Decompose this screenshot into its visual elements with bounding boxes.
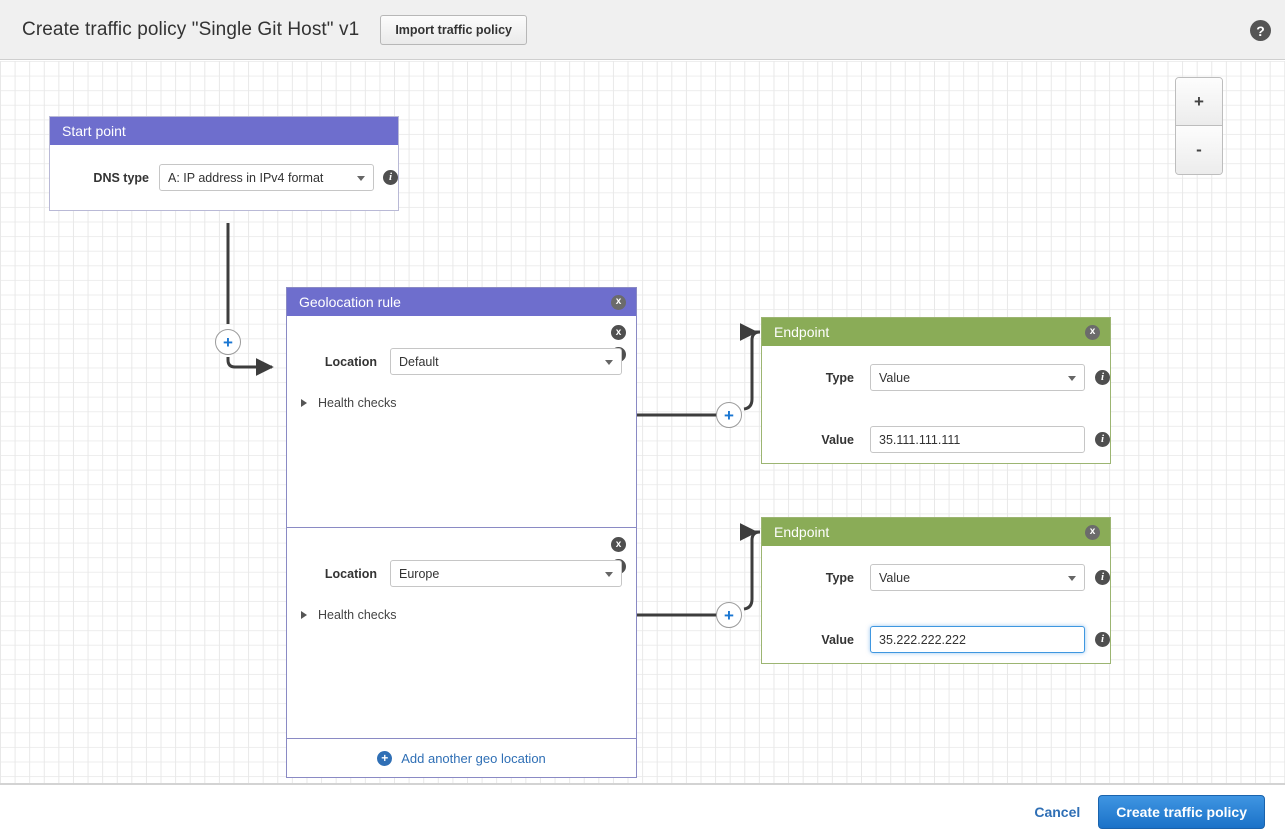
close-icon[interactable]: x bbox=[611, 325, 626, 340]
health-checks-toggle-2[interactable]: Health checks bbox=[287, 587, 636, 622]
geolocation-rule-card: Geolocation rule x x i Location Default … bbox=[286, 287, 637, 778]
footer-actions: Cancel Create traffic policy bbox=[0, 785, 1285, 838]
page-title: Create traffic policy "Single Git Host" … bbox=[22, 18, 360, 40]
start-point-title: Start point bbox=[62, 123, 126, 139]
zoom-out-button[interactable]: - bbox=[1176, 126, 1222, 174]
dns-type-select[interactable]: A: IP address in IPv4 format bbox=[159, 164, 374, 191]
geolocation-rule-title: Geolocation rule bbox=[299, 294, 401, 310]
chevron-down-icon bbox=[1068, 375, 1076, 381]
endpoint-2-type-value: Value bbox=[879, 570, 911, 585]
endpoint-1-title: Endpoint bbox=[774, 324, 830, 340]
endpoint-2-value-info-icon[interactable]: i bbox=[1095, 632, 1110, 647]
connector-node-start[interactable]: + bbox=[215, 329, 241, 355]
endpoint-2-title: Endpoint bbox=[774, 524, 830, 540]
start-point-header: Start point bbox=[50, 117, 398, 145]
endpoint-2-type-select[interactable]: Value bbox=[870, 564, 1085, 591]
app-header: Create traffic policy "Single Git Host" … bbox=[0, 0, 1285, 60]
location-value-1: Default bbox=[399, 354, 439, 369]
connector-node-endpoint-2[interactable]: + bbox=[716, 602, 742, 628]
endpoint-2-value-input[interactable]: 35.222.222.222 bbox=[870, 626, 1085, 653]
chevron-right-icon bbox=[301, 399, 307, 407]
start-point-body: DNS type A: IP address in IPv4 format i bbox=[50, 145, 398, 210]
endpoint-card-1: Endpoint x Type Value i Value 35.111.111… bbox=[761, 317, 1111, 464]
add-geo-location-label: Add another geo location bbox=[401, 750, 546, 766]
close-icon[interactable]: x bbox=[1085, 524, 1100, 540]
chevron-down-icon bbox=[357, 175, 365, 181]
location-label-1: Location bbox=[324, 354, 377, 369]
create-traffic-policy-button[interactable]: Create traffic policy bbox=[1098, 794, 1265, 829]
location-select-1[interactable]: Default bbox=[390, 348, 622, 375]
cancel-button[interactable]: Cancel bbox=[1034, 803, 1081, 820]
endpoint-1-type-info-icon[interactable]: i bbox=[1095, 370, 1110, 385]
dns-type-value: A: IP address in IPv4 format bbox=[168, 170, 324, 185]
dns-type-label: DNS type bbox=[93, 170, 149, 185]
endpoint-1-value-input[interactable]: 35.111.111.111 bbox=[870, 426, 1085, 453]
connector-node-endpoint-1[interactable]: + bbox=[716, 402, 742, 428]
help-icon[interactable]: ? bbox=[1250, 20, 1271, 41]
dns-type-info-icon[interactable]: i bbox=[383, 170, 398, 185]
close-icon[interactable]: x bbox=[1085, 324, 1100, 340]
endpoint-1-type-value: Value bbox=[879, 370, 911, 385]
close-icon[interactable]: x bbox=[611, 294, 626, 310]
endpoint-1-type-select[interactable]: Value bbox=[870, 364, 1085, 391]
location-select-2[interactable]: Europe bbox=[390, 560, 622, 587]
endpoint-1-value-info-icon[interactable]: i bbox=[1095, 432, 1110, 447]
location-value-2: Europe bbox=[399, 566, 440, 581]
chevron-down-icon bbox=[605, 359, 613, 365]
zoom-in-button[interactable]: + bbox=[1176, 78, 1222, 126]
chevron-down-icon bbox=[605, 571, 613, 577]
zoom-controls: + - bbox=[1175, 77, 1223, 175]
geo-location-section-2: x i Location Europe Health checks bbox=[287, 527, 636, 738]
endpoint-2-type-label: Type bbox=[825, 570, 854, 585]
import-traffic-policy-button[interactable]: Import traffic policy bbox=[380, 14, 527, 45]
plus-icon: + bbox=[377, 750, 393, 766]
geolocation-rule-header: Geolocation rule x bbox=[287, 288, 636, 316]
endpoint-2-type-info-icon[interactable]: i bbox=[1095, 570, 1110, 585]
health-checks-toggle-1[interactable]: Health checks bbox=[287, 375, 636, 410]
chevron-down-icon bbox=[1068, 575, 1076, 581]
endpoint-2-header: Endpoint x bbox=[762, 518, 1110, 546]
endpoint-1-value-label: Value bbox=[821, 432, 854, 447]
endpoint-1-value-text: 35.111.111.111 bbox=[879, 432, 961, 447]
endpoint-1-body: Type Value i Value 35.111.111.111 i bbox=[762, 346, 1110, 463]
policy-canvas[interactable]: + - + + + Start point DNS t bbox=[0, 61, 1285, 785]
endpoint-2-value-text: 35.222.222.222 bbox=[879, 632, 966, 647]
geo-location-section-1: x i Location Default Health checks bbox=[287, 316, 636, 527]
endpoint-1-header: Endpoint x bbox=[762, 318, 1110, 346]
add-geo-location-button[interactable]: + Add another geo location bbox=[287, 738, 636, 777]
endpoint-2-value-label: Value bbox=[821, 632, 854, 647]
endpoint-1-type-label: Type bbox=[825, 370, 854, 385]
start-point-card: Start point DNS type A: IP address in IP… bbox=[49, 116, 399, 211]
health-checks-label-1: Health checks bbox=[318, 396, 397, 410]
location-label-2: Location bbox=[324, 566, 377, 581]
endpoint-2-body: Type Value i Value 35.222.222.222 i bbox=[762, 546, 1110, 663]
chevron-right-icon bbox=[301, 611, 307, 619]
health-checks-label-2: Health checks bbox=[318, 608, 397, 622]
close-icon[interactable]: x bbox=[611, 537, 626, 552]
endpoint-card-2: Endpoint x Type Value i Value 35.222.222… bbox=[761, 517, 1111, 664]
